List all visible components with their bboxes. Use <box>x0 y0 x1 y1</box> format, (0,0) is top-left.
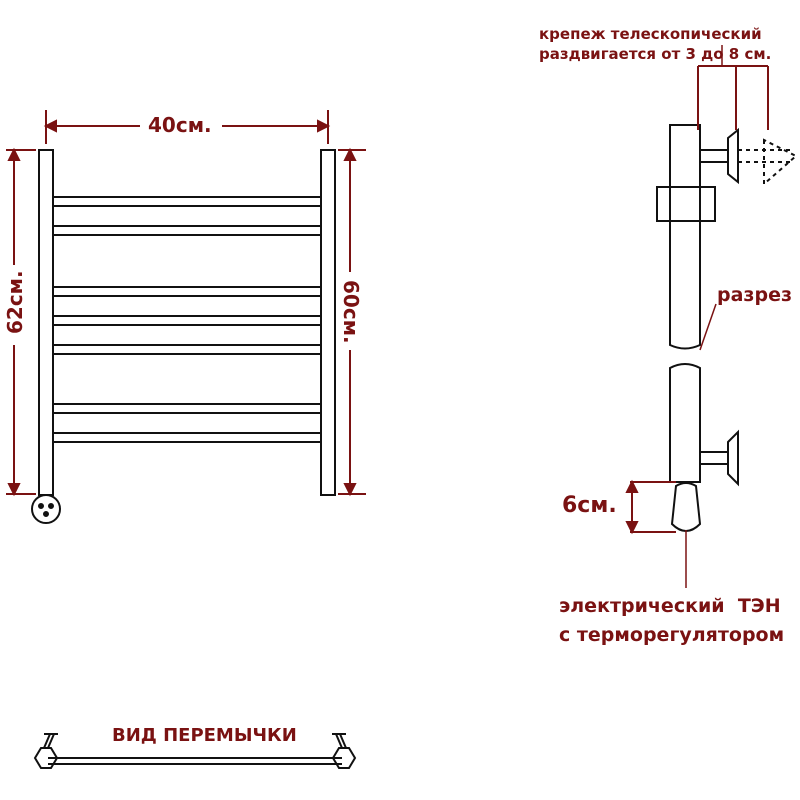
left-upright <box>38 149 54 496</box>
rung <box>52 344 322 355</box>
right-hex-fitting <box>331 747 357 769</box>
heater-plug <box>31 494 61 524</box>
heater-label-line2: с терморегулятором <box>559 624 785 646</box>
side-view <box>656 124 798 532</box>
jumper-view <box>33 733 357 769</box>
plug-pin <box>38 503 44 509</box>
width-dimension-label: 40см. <box>148 113 212 137</box>
plug-pin <box>48 503 54 509</box>
left-height-dimension-label: 62см. <box>3 270 27 334</box>
side-upright-top <box>669 124 701 350</box>
heater-height-label: 6см. <box>562 493 617 518</box>
front-dimensions <box>6 110 366 497</box>
front-view <box>31 149 336 524</box>
rung <box>52 286 322 297</box>
wall-plate-dashed <box>763 138 798 187</box>
rung <box>52 315 322 326</box>
heater-label-line1: электрический ТЭН <box>559 595 781 617</box>
cut-label: разрез <box>717 284 792 306</box>
jumper-view-label: ВИД ПЕРЕМЫЧКИ <box>112 725 297 746</box>
rung <box>52 225 322 236</box>
bottom-wall-bracket <box>727 429 739 487</box>
right-upright <box>320 149 336 496</box>
heater-body <box>670 482 702 532</box>
side-dimensions <box>625 45 769 588</box>
collar <box>656 186 716 222</box>
right-height-dimension-label: 60см. <box>339 280 363 344</box>
top-wall-bracket <box>727 127 739 185</box>
left-hex-fitting <box>33 747 59 769</box>
plug-pin <box>43 511 49 517</box>
rung <box>52 432 322 443</box>
mount-label-line1: крепеж телескопический <box>539 25 762 43</box>
rung <box>52 403 322 414</box>
mount-label-line2: раздвигается от 3 до 8 см. <box>539 45 772 63</box>
rung <box>52 196 322 207</box>
side-upright-bottom <box>669 363 701 483</box>
